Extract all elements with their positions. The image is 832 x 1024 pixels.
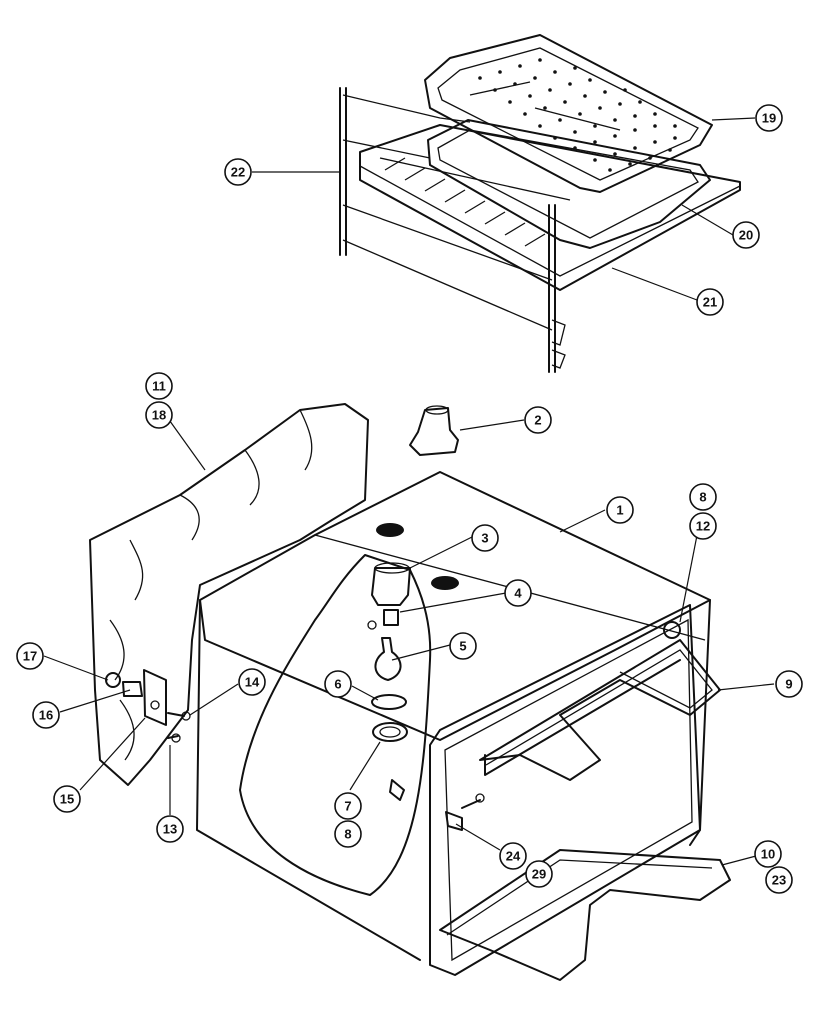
- light-lens: [371, 694, 407, 710]
- terminal-grommet: [663, 621, 681, 639]
- insulation-blanket: [89, 403, 369, 786]
- callout-29: 29: [525, 860, 553, 888]
- callout-21: 21: [696, 288, 724, 316]
- svg-text:18: 18: [152, 408, 166, 423]
- callout-12: 12: [689, 512, 717, 540]
- svg-text:20: 20: [739, 228, 753, 243]
- callout-16: 16: [32, 701, 60, 729]
- svg-text:29: 29: [532, 867, 546, 882]
- light-bulb: [374, 637, 402, 681]
- svg-text:8: 8: [344, 827, 351, 842]
- svg-text:4: 4: [514, 586, 522, 601]
- callout-2: 2: [524, 406, 552, 434]
- callout-4: 4: [504, 579, 532, 607]
- light-socket: [367, 609, 399, 630]
- callout-18: 18: [145, 401, 173, 429]
- broil-pan: [427, 119, 711, 249]
- svg-text:8: 8: [699, 490, 706, 505]
- callout-19: 19: [755, 104, 783, 132]
- light-receptacle: [371, 562, 411, 606]
- svg-text:22: 22: [231, 165, 245, 180]
- svg-text:14: 14: [245, 675, 260, 690]
- svg-text:10: 10: [761, 847, 775, 862]
- svg-text:6: 6: [334, 677, 341, 692]
- bake-element: [439, 849, 731, 981]
- svg-text:11: 11: [152, 379, 166, 394]
- door-hinge-parts: [105, 669, 191, 743]
- oven-vent-part: [409, 405, 459, 456]
- svg-text:5: 5: [459, 639, 466, 654]
- svg-text:16: 16: [39, 708, 53, 723]
- svg-text:1: 1: [616, 503, 623, 518]
- callout-10: 10: [754, 840, 782, 868]
- svg-text:23: 23: [772, 873, 786, 888]
- svg-text:12: 12: [696, 519, 710, 534]
- svg-text:2: 2: [534, 413, 541, 428]
- svg-text:9: 9: [785, 677, 792, 692]
- callout-3: 3: [471, 524, 499, 552]
- oven-rack: [359, 124, 741, 291]
- callout-23: 23: [765, 866, 793, 894]
- leader-lines: [43, 117, 775, 866]
- callout-17: 17: [16, 642, 44, 670]
- lens-retainer: [372, 722, 408, 742]
- callout-20: 20: [732, 221, 760, 249]
- callout-7: 7: [334, 792, 362, 820]
- callout-22: 22: [224, 158, 252, 186]
- callout-9: 9: [775, 670, 803, 698]
- svg-text:19: 19: [762, 111, 776, 126]
- callout-8-upper: 8: [689, 483, 717, 511]
- lens-clip: [389, 779, 405, 801]
- svg-text:17: 17: [23, 649, 37, 664]
- callout-24: 24: [499, 842, 527, 870]
- callout-15: 15: [53, 785, 81, 813]
- broil-element: [479, 639, 721, 781]
- svg-text:15: 15: [60, 792, 74, 807]
- svg-text:7: 7: [344, 799, 351, 814]
- cutaway-outline: [239, 554, 432, 896]
- rack-assembly: [339, 34, 741, 373]
- callout-8-lower: 8: [334, 820, 362, 848]
- callout-14: 14: [238, 668, 266, 696]
- element-bracket: [445, 793, 485, 831]
- broil-pan-insert: [424, 34, 713, 193]
- svg-text:3: 3: [481, 531, 488, 546]
- svg-text:21: 21: [703, 295, 717, 310]
- callout-5: 5: [449, 632, 477, 660]
- callout-6: 6: [324, 670, 352, 698]
- svg-text:13: 13: [163, 822, 177, 837]
- callout-1: 1: [606, 496, 634, 524]
- svg-text:24: 24: [506, 849, 521, 864]
- callout-11: 11: [145, 372, 173, 400]
- callout-13: 13: [156, 815, 184, 843]
- oven-liner: [196, 471, 711, 976]
